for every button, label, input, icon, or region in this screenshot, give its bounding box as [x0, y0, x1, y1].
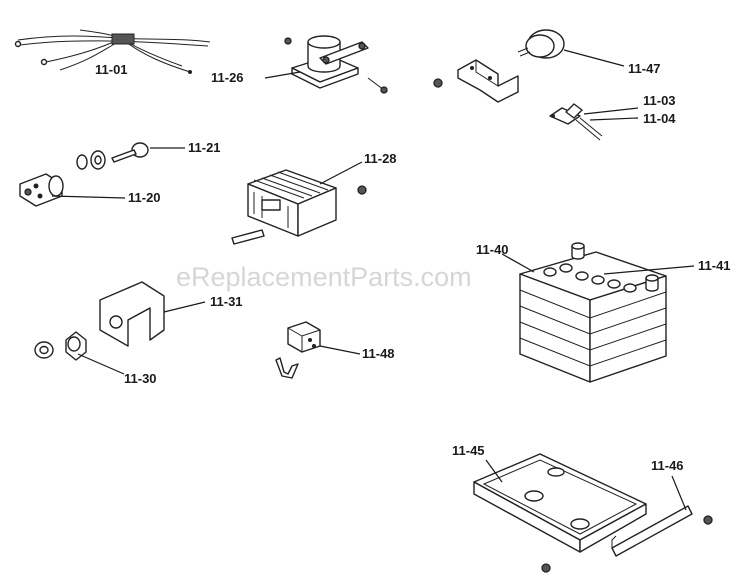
solenoid-part — [284, 35, 388, 94]
label-11-28: 11-28 — [364, 151, 397, 166]
label-11-03: 11-03 — [643, 93, 676, 108]
label-11-46: 11-46 — [651, 458, 684, 473]
label-11-04: 11-04 — [643, 111, 676, 126]
label-11-45: 11-45 — [452, 443, 485, 458]
label-11-41: 11-41 — [698, 258, 731, 273]
watermark: eReplacementParts.com — [176, 262, 472, 292]
battery-tray-part — [473, 453, 713, 573]
switch-lever-part — [549, 103, 603, 141]
label-11-30: 11-30 — [124, 371, 157, 386]
label-11-31: 11-31 — [210, 294, 243, 309]
label-11-01: 11-01 — [95, 62, 128, 77]
label-11-40: 11-40 — [476, 242, 509, 257]
label-11-20: 11-20 — [128, 190, 161, 205]
switch-bracket-part — [99, 281, 165, 347]
label-11-26: 11-26 — [211, 70, 244, 85]
wiring-harness-part — [14, 29, 211, 74]
label-11-47: 11-47 — [628, 61, 661, 76]
battery-part — [519, 242, 667, 383]
label-11-48: 11-48 — [362, 346, 395, 361]
ignition-switch-part — [19, 173, 64, 207]
label-11-21: 11-21 — [188, 140, 221, 155]
ignition-key-part — [76, 142, 149, 170]
resistor-block-part — [231, 169, 367, 245]
gauge-bracket-part — [433, 29, 565, 103]
light-socket-part — [34, 331, 87, 361]
relay-part — [275, 321, 321, 379]
